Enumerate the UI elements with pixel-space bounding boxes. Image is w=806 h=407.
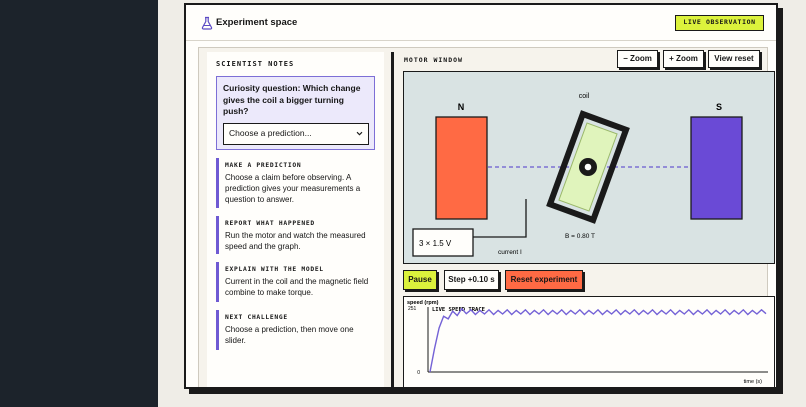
note-card-explain: EXPLAIN WITH THE MODEL Current in the co… xyxy=(216,262,375,302)
reset-experiment-button[interactable]: Reset experiment xyxy=(505,270,583,290)
page-background: Experiment space LIVE OBSERVATION SCIENT… xyxy=(158,0,806,407)
south-label: S xyxy=(716,102,722,112)
workspace-frame: SCIENTIST NOTES Curiosity question: Whic… xyxy=(198,47,775,387)
note-card-body: Run the motor and watch the measured spe… xyxy=(225,231,366,251)
note-card-body: Current in the coil and the magnetic fie… xyxy=(225,277,369,297)
window-title: Experiment space xyxy=(216,17,298,28)
notes-title: SCIENTIST NOTES xyxy=(216,60,295,68)
current-label: current I xyxy=(498,249,522,256)
trace-title: LIVE SPEED TRACE xyxy=(432,307,485,313)
pause-button[interactable]: Pause xyxy=(403,270,437,290)
note-card-next-challenge: NEXT CHALLENGE Choose a prediction, then… xyxy=(216,310,375,350)
window-titlebar: Experiment space LIVE OBSERVATION xyxy=(186,5,776,41)
panel-divider[interactable] xyxy=(391,52,394,387)
note-card-heading: NEXT CHALLENGE xyxy=(225,314,288,321)
y-min-tick: 0 xyxy=(417,370,420,376)
battery-box[interactable] xyxy=(412,228,474,257)
speed-trace-line xyxy=(429,307,767,373)
view-reset-button[interactable]: View reset xyxy=(708,50,760,68)
experiment-window: Experiment space LIVE OBSERVATION SCIENT… xyxy=(184,3,778,389)
scrollbar-thumb[interactable] xyxy=(777,58,778,178)
south-magnet[interactable] xyxy=(690,116,743,220)
y-max-tick: 251 xyxy=(408,306,417,312)
curiosity-question-box: Curiosity question: Which change gives t… xyxy=(216,76,375,150)
circuit-wire xyxy=(473,199,527,238)
x-axis-label: time (s) xyxy=(744,379,763,385)
zoom-in-button[interactable]: + Zoom xyxy=(663,50,704,68)
north-label: N xyxy=(458,102,465,112)
north-magnet[interactable] xyxy=(435,116,488,220)
zoom-out-button[interactable]: − Zoom xyxy=(617,50,658,68)
note-card-report: REPORT WHAT HAPPENED Run the motor and w… xyxy=(216,216,375,254)
step-button[interactable]: Step +0.10 s xyxy=(444,270,499,290)
curiosity-question: Curiosity question: Which change gives t… xyxy=(223,83,361,116)
scientist-notes-panel[interactable]: SCIENTIST NOTES Curiosity question: Whic… xyxy=(207,52,384,387)
note-card-heading: EXPLAIN WITH THE MODEL xyxy=(225,266,324,273)
note-card-make-prediction: MAKE A PREDICTION Choose a claim before … xyxy=(216,158,375,208)
motor-window[interactable]: N S coil B = 0.80 T 3 × 1.5 V current I xyxy=(403,71,775,264)
motor-window-title: MOTOR WINDOW xyxy=(404,56,463,64)
flask-icon xyxy=(201,16,213,30)
chevron-down-icon xyxy=(356,131,363,136)
note-card-heading: REPORT WHAT HAPPENED xyxy=(225,220,315,227)
note-card-body: Choose a claim before observing. A predi… xyxy=(225,173,361,204)
battery-label: 3 × 1.5 V xyxy=(419,239,452,248)
live-observation-badge: LIVE OBSERVATION xyxy=(675,15,764,31)
note-card-heading: MAKE A PREDICTION xyxy=(225,162,302,169)
field-strength-label: B = 0.80 T xyxy=(565,233,595,240)
prediction-select-value: Choose a prediction... xyxy=(229,128,312,138)
prediction-select[interactable]: Choose a prediction... xyxy=(223,123,369,145)
speed-chart: speed (rpm) 251 0 LIVE SPEED TRACE time … xyxy=(407,300,768,385)
speed-graph: speed (rpm) 251 0 LIVE SPEED TRACE time … xyxy=(403,296,775,387)
motor-diagram: N S coil B = 0.80 T 3 × 1.5 V current I xyxy=(412,93,743,257)
coil-label: coil xyxy=(579,93,590,100)
note-card-body: Choose a prediction, then move one slide… xyxy=(225,325,354,345)
y-axis-label: speed (rpm) xyxy=(407,300,439,306)
